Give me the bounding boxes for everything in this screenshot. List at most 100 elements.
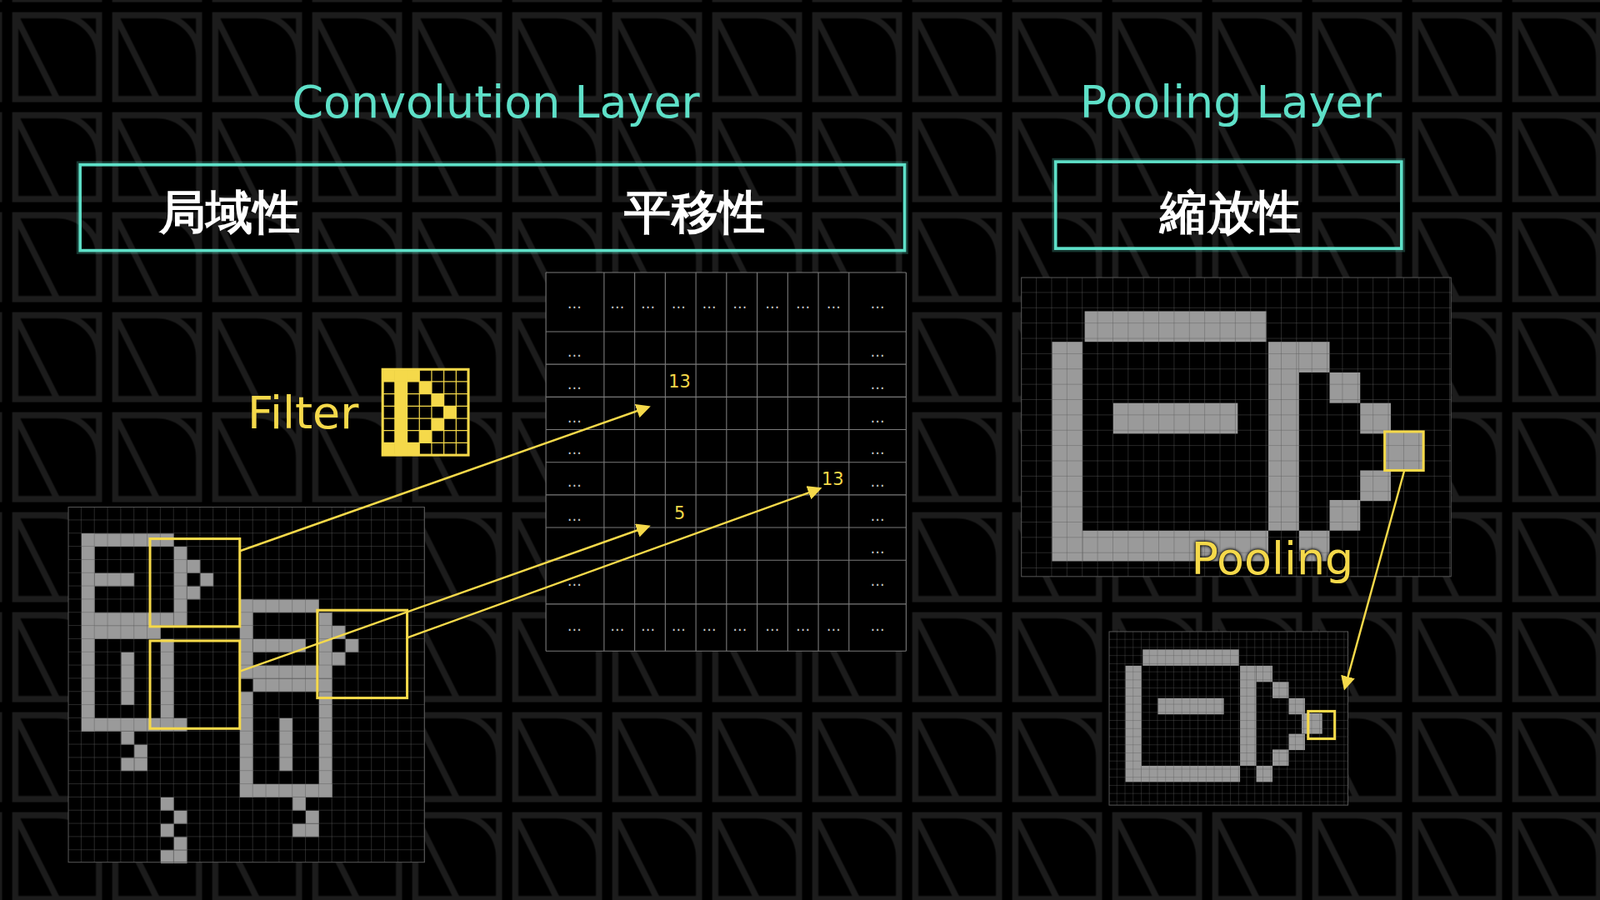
grid-line xyxy=(545,494,906,495)
property-label: 平移性 xyxy=(624,186,765,239)
pool-result-cell xyxy=(1308,710,1335,739)
pixel-cell xyxy=(395,394,408,407)
table-cell: … xyxy=(567,295,582,312)
grid-line xyxy=(756,272,758,651)
pixel-cell xyxy=(407,442,420,455)
input-grid-lines xyxy=(68,507,425,863)
table-cell: … xyxy=(701,295,716,312)
table-cell: … xyxy=(732,618,747,635)
table-cell: … xyxy=(567,508,582,525)
grid-line xyxy=(695,272,697,651)
property-label: 縮放性 xyxy=(1160,186,1301,239)
grid-line xyxy=(455,369,457,455)
table-cell: … xyxy=(870,442,885,459)
pool-window xyxy=(1385,431,1425,471)
layer-title: Convolution Layer xyxy=(291,77,700,127)
callout-number: 13 xyxy=(668,372,690,392)
grid-line xyxy=(817,272,819,651)
filter-windows xyxy=(150,539,408,730)
callout-number: 13 xyxy=(821,470,844,490)
filter-grid xyxy=(382,369,469,455)
table-cell: … xyxy=(701,618,716,635)
pixel-cell xyxy=(444,405,457,419)
property-box: Pooling Layer縮放性 xyxy=(1054,160,1404,250)
table-cell: … xyxy=(610,618,625,635)
pixel-cell xyxy=(395,405,408,419)
grid-line xyxy=(634,272,635,651)
table-cell: … xyxy=(870,344,885,360)
grid-line xyxy=(848,272,850,651)
table-cell: … xyxy=(870,540,885,557)
pixel-cell xyxy=(395,381,408,395)
grid-line xyxy=(406,369,408,455)
grid-line xyxy=(665,272,666,651)
layer-title: Pooling Layer xyxy=(1080,77,1382,127)
table-cell: … xyxy=(870,295,885,312)
pixel-cell xyxy=(431,394,445,407)
table-cell: … xyxy=(567,344,582,360)
filter-icon xyxy=(382,369,469,455)
table-cell: … xyxy=(826,618,841,635)
table-cell: … xyxy=(870,508,885,525)
table-cell: … xyxy=(640,618,655,635)
pixel-cell xyxy=(419,430,432,444)
property-box: Convolution Layer局域性平移性 xyxy=(78,163,906,253)
grid-line xyxy=(603,272,605,651)
grid-line xyxy=(443,369,445,455)
filter-grid xyxy=(382,369,469,455)
grid-line xyxy=(787,272,789,651)
grid-line xyxy=(545,271,906,273)
table-cell: … xyxy=(795,295,810,312)
pixel-cell xyxy=(407,369,420,382)
grid-line xyxy=(545,396,906,398)
table-cell: … xyxy=(671,618,686,635)
grid-line xyxy=(419,369,420,455)
feature-map-lines xyxy=(545,272,906,651)
filter-label: Filter xyxy=(247,388,359,438)
grid-line xyxy=(545,650,906,652)
grid-line xyxy=(382,417,469,419)
grid-line xyxy=(382,442,469,444)
callout-number: 5 xyxy=(674,503,685,523)
grid-line xyxy=(905,272,907,651)
grid-line xyxy=(545,560,906,561)
feature-map xyxy=(545,272,906,651)
mapping-arrows xyxy=(240,407,1405,689)
filter-grid xyxy=(382,369,469,455)
table-cell: … xyxy=(732,295,747,312)
pixel-cell xyxy=(395,369,408,382)
table-cell: … xyxy=(870,376,885,393)
pixel-cell xyxy=(395,418,408,431)
grid-line xyxy=(545,603,906,605)
pool-output-grid xyxy=(1109,631,1349,805)
table-cell: … xyxy=(567,376,582,393)
table-cell: … xyxy=(765,618,780,635)
table-cell: … xyxy=(870,410,885,427)
property-label: 局域性 xyxy=(159,186,300,239)
table-cell: … xyxy=(567,475,582,491)
pixel-cell xyxy=(382,369,395,382)
pixel-cell xyxy=(431,418,445,431)
grid-line xyxy=(382,430,469,431)
table-cell: … xyxy=(567,618,582,635)
table-cell: … xyxy=(870,475,885,491)
grid-line xyxy=(545,330,906,332)
pixel-cell xyxy=(395,430,408,444)
grid-line xyxy=(394,369,395,455)
pixel-cell xyxy=(382,442,395,455)
pooling-label: Pooling xyxy=(1191,534,1355,584)
grid-line xyxy=(545,272,547,651)
input-grid xyxy=(68,507,425,863)
grid-line xyxy=(382,393,469,395)
grid-line xyxy=(725,272,727,651)
table-cell: … xyxy=(826,295,841,312)
table-cell: … xyxy=(671,295,686,312)
table-cell: … xyxy=(640,295,655,312)
filter-grid xyxy=(382,369,469,455)
grid-line xyxy=(545,364,906,365)
grid-line xyxy=(545,461,906,463)
table-cell: … xyxy=(870,618,885,635)
table-cell: … xyxy=(795,618,810,635)
